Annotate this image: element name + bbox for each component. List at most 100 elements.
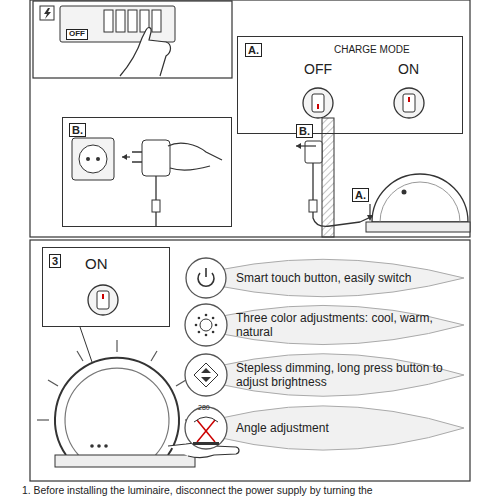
color-icon bbox=[205, 334, 208, 337]
color-icon bbox=[195, 324, 198, 327]
mirror-edge bbox=[65, 368, 169, 455]
dimming-icon bbox=[201, 368, 211, 382]
mirror bbox=[55, 358, 179, 455]
ferrite bbox=[309, 200, 317, 212]
panel-text: OFF bbox=[304, 62, 332, 77]
switch-rocker bbox=[403, 94, 415, 112]
touch-dot bbox=[97, 444, 101, 448]
mirror-base bbox=[366, 222, 470, 232]
switch-mark bbox=[102, 294, 104, 299]
step-letter: B. bbox=[296, 124, 313, 138]
panel-frame bbox=[33, 1, 232, 78]
switch-mark bbox=[317, 104, 319, 109]
touch-dot bbox=[90, 444, 94, 448]
lens-outline bbox=[186, 354, 464, 397]
angle-icon bbox=[197, 420, 215, 442]
mirror bbox=[372, 174, 468, 222]
feature-text: Angle adjustment bbox=[236, 421, 329, 435]
color-icon bbox=[205, 314, 208, 317]
panel-text: ON bbox=[85, 256, 108, 273]
node-shape bbox=[63, 118, 231, 226]
angle-arc bbox=[194, 417, 218, 422]
light-ray bbox=[48, 380, 58, 386]
text-area: Smart touch button, easily switch bbox=[236, 256, 454, 300]
panel-text: CHARGE MODE bbox=[334, 44, 410, 55]
color-icon bbox=[200, 319, 212, 331]
lightning-symbol bbox=[44, 8, 51, 19]
socket-face bbox=[79, 145, 107, 173]
switch-body bbox=[88, 285, 118, 315]
arrow-head bbox=[122, 154, 127, 160]
charge-port bbox=[402, 190, 407, 195]
switch-body bbox=[394, 88, 424, 118]
switch-rocker bbox=[97, 291, 109, 309]
switch-body bbox=[303, 88, 333, 118]
mirror-edge bbox=[380, 182, 460, 222]
hand bbox=[168, 143, 222, 170]
breaker bbox=[104, 10, 113, 32]
socket-hole bbox=[86, 157, 90, 161]
icon-circle bbox=[185, 354, 227, 396]
breaker bbox=[116, 10, 125, 32]
icon-circle bbox=[185, 407, 227, 449]
power-adapter bbox=[305, 141, 322, 163]
node-shape bbox=[176, 302, 466, 348]
angle-value: 280 bbox=[198, 404, 210, 412]
text-area: Stepless dimming, long press button to a… bbox=[236, 350, 454, 400]
step-letter: A. bbox=[245, 43, 262, 57]
wall bbox=[322, 118, 334, 237]
plug-pin bbox=[132, 151, 142, 153]
power-icon bbox=[205, 268, 207, 277]
icon-circle bbox=[185, 304, 227, 346]
step-letter: OFF bbox=[66, 29, 88, 40]
feature-lens: Angle adjustment bbox=[176, 402, 466, 454]
leader-line bbox=[80, 327, 92, 362]
lens-outline bbox=[186, 305, 464, 344]
step-letter: B. bbox=[69, 123, 86, 137]
light-ray bbox=[77, 351, 83, 361]
socket-hole bbox=[96, 157, 100, 161]
ferrite bbox=[152, 200, 160, 212]
fuse-box bbox=[60, 6, 175, 42]
angle-icon bbox=[197, 420, 215, 442]
light-ray bbox=[176, 380, 186, 386]
instruction-panel: B. bbox=[62, 117, 232, 227]
text-area: Three color adjustments: cool, warm, nat… bbox=[236, 302, 454, 348]
color-icon bbox=[212, 331, 215, 334]
feature-text: Stepless dimming, long press button to a… bbox=[236, 361, 454, 390]
step-letter: A. bbox=[352, 188, 369, 202]
feature-text: Smart touch button, easily switch bbox=[236, 271, 411, 285]
color-icon bbox=[198, 331, 201, 334]
lens-outline bbox=[186, 259, 464, 296]
instruction-panel: 3 ON bbox=[42, 247, 170, 327]
feature-lens: Stepless dimming, long press button to a… bbox=[176, 350, 466, 400]
mirror-base bbox=[55, 455, 195, 467]
dimming-icon bbox=[194, 363, 218, 387]
feature-lens: Three color adjustments: cool, warm, nat… bbox=[176, 302, 466, 348]
plug-pin bbox=[132, 161, 142, 163]
color-icon bbox=[212, 317, 215, 320]
light-ray bbox=[151, 351, 157, 361]
arrow-head bbox=[296, 143, 301, 149]
icon-circle bbox=[186, 258, 226, 298]
instruction-panel: A. CHARGE MODEOFF ON bbox=[237, 36, 463, 134]
wall-socket bbox=[72, 138, 114, 180]
text-area: Angle adjustment bbox=[236, 402, 454, 454]
breaker bbox=[152, 10, 161, 32]
panel-text: ON bbox=[398, 62, 419, 77]
light-ray bbox=[116, 340, 117, 352]
switch-mark bbox=[408, 97, 410, 102]
angle-base bbox=[193, 442, 219, 445]
power-adapter bbox=[142, 140, 170, 176]
touch-dot bbox=[104, 444, 108, 448]
feature-text: Three color adjustments: cool, warm, nat… bbox=[236, 311, 454, 340]
color-icon bbox=[198, 317, 201, 320]
panel-frame bbox=[30, 0, 470, 237]
panel-frame bbox=[30, 240, 470, 481]
step-letter: 3 bbox=[49, 254, 61, 268]
hand bbox=[120, 28, 171, 76]
breaker bbox=[128, 10, 137, 32]
color-icon bbox=[215, 324, 218, 327]
light-ray bbox=[37, 419, 49, 420]
